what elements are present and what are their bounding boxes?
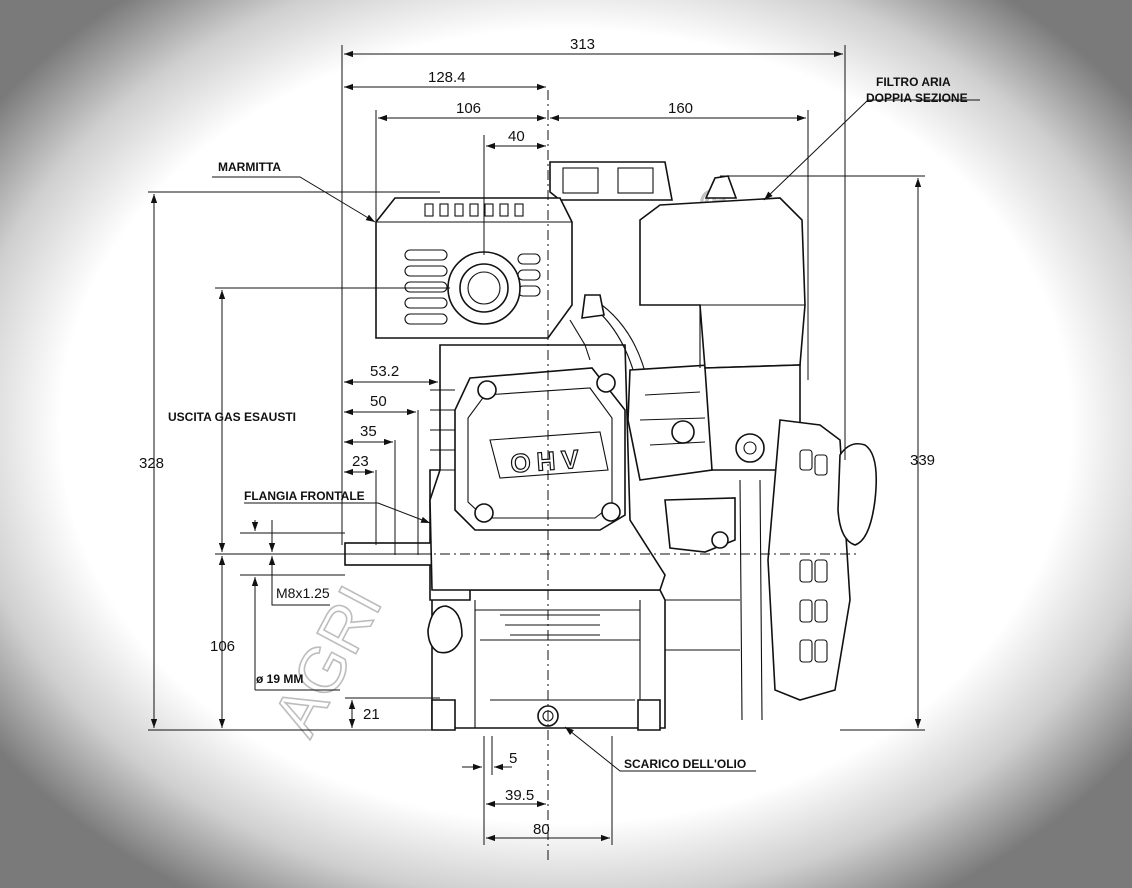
dim-50: 50	[370, 393, 387, 410]
dim-128-4: 128.4	[428, 69, 466, 86]
dim-80: 80	[533, 821, 550, 838]
label-scarico: SCARICO DELL'OLIO	[624, 757, 746, 771]
label-filtro-2: DOPPIA SEZIONE	[866, 91, 968, 105]
tank-window-1	[562, 167, 599, 194]
exhaust-outlet	[459, 263, 509, 313]
dim-106-left: 106	[210, 638, 235, 655]
label-shaft-diameter: ø 19 MM	[256, 672, 303, 686]
label-thread: M8x1.25	[276, 585, 330, 601]
shroud-ribs	[665, 479, 763, 721]
exhaust-outlet-inner	[467, 271, 501, 305]
cover-bolt-4	[601, 502, 621, 522]
label-filtro-1: FILTRO ARIA	[876, 75, 951, 89]
extension-lines	[148, 45, 925, 845]
dim-53-2: 53.2	[370, 363, 399, 380]
crankcase-lines	[474, 600, 641, 728]
air-filter	[639, 197, 806, 369]
dim-339: 339	[910, 452, 935, 469]
carb-screw	[671, 420, 695, 444]
part-labels: MARMITTA FILTRO ARIA DOPPIA SEZIONE USCI…	[168, 75, 968, 771]
valve-cover-inner	[467, 387, 613, 519]
carburettor	[627, 364, 713, 481]
dim-39-5: 39.5	[505, 787, 534, 804]
tank-window-2	[617, 167, 654, 194]
fuel-pipe-down	[569, 319, 591, 361]
dim-5: 5	[509, 750, 517, 767]
sump-ribs	[500, 614, 600, 636]
fuel-tank	[549, 161, 673, 201]
dim-21: 21	[363, 706, 380, 723]
label-marmitta: MARMITTA	[218, 160, 281, 174]
dim-40: 40	[508, 128, 525, 145]
block-fins	[430, 389, 455, 471]
choke-lever	[735, 433, 765, 463]
dim-35: 35	[360, 423, 377, 440]
mounting-foot-right	[637, 699, 661, 731]
carb-detail	[639, 391, 706, 446]
dimension-lines	[150, 50, 922, 842]
drain-screw	[711, 531, 729, 549]
mounting-foot-left	[431, 699, 456, 731]
starter-vents	[799, 449, 828, 663]
oil-filler-cap	[427, 605, 463, 654]
dim-313: 313	[570, 36, 595, 53]
engine-illustration: OHV	[344, 161, 878, 731]
label-flangia: FLANGIA FRONTALE	[244, 489, 365, 503]
label-uscita: USCITA GAS ESAUSTI	[168, 410, 296, 424]
dim-23: 23	[352, 453, 369, 470]
cover-bolt-2	[596, 373, 616, 393]
dim-160: 160	[668, 100, 693, 117]
air-filter-knob	[704, 175, 738, 199]
leader-lines	[212, 99, 980, 772]
dim-328: 328	[139, 455, 164, 472]
cover-bolt-1	[477, 380, 497, 400]
dim-106-top: 106	[456, 100, 481, 117]
dimension-values: 313 128.4 106 160 40 328 339 106 21 53.2…	[139, 36, 935, 838]
fuel-valve	[581, 294, 605, 319]
ohv-badge	[489, 431, 609, 479]
air-filter-band	[640, 304, 805, 368]
starter-handle	[837, 442, 878, 546]
cover-bolt-3	[474, 503, 494, 523]
